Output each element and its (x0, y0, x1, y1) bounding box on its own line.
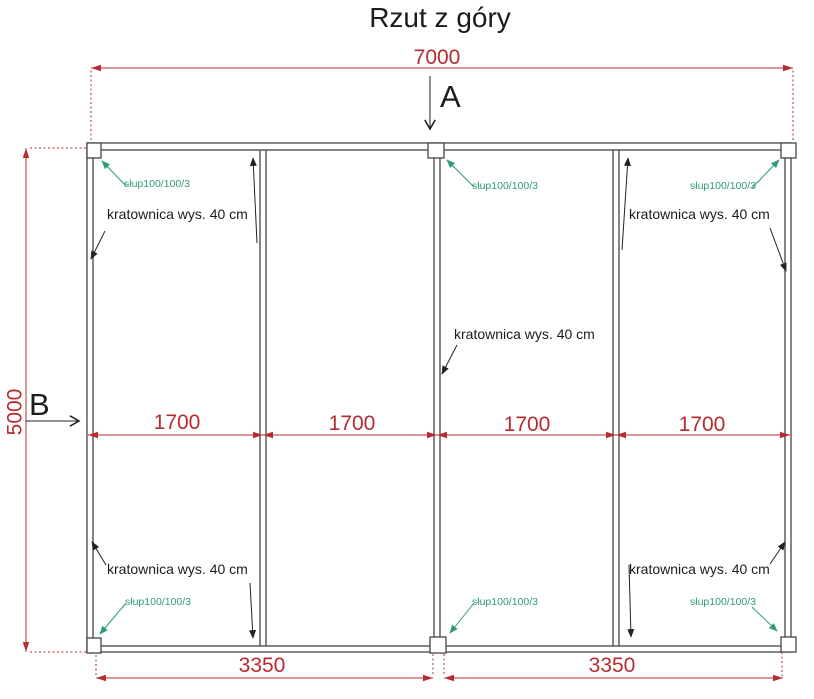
truss-label-bottom-left: kratownica wys. 40 cm (107, 561, 248, 577)
column-posts (86, 142, 797, 654)
dim-bay-width-2: 1700 (328, 412, 376, 435)
truss-label-top-left: kratownica wys. 40 cm (107, 206, 248, 222)
column-label-bottom-left: słup100/100/3 (125, 596, 191, 608)
dim-overall-height: 5000 (3, 388, 27, 436)
truss-label-middle: kratownica wys. 40 cm (454, 326, 595, 342)
dimension-lines (25, 67, 793, 679)
column-label-bottom-right: słup100/100/3 (690, 596, 756, 608)
column-label-top-middle: słup100/100/3 (472, 180, 538, 192)
column-label-top-left: słup100/100/3 (124, 178, 190, 190)
column-label-top-right: słup100/100/3 (690, 180, 756, 192)
dim-bay-width-1: 1700 (153, 411, 201, 434)
truss-label-bottom-right: kratownica wys. 40 cm (629, 561, 770, 577)
section-marker-a: A (440, 79, 461, 114)
dim-bay-width-3: 1700 (503, 413, 551, 436)
column-label-bottom-middle: słup100/100/3 (472, 596, 538, 608)
dimension-arrowheads (22, 64, 793, 682)
truss-label-top-right: kratownica wys. 40 cm (629, 206, 770, 222)
dim-overall-width: 7000 (413, 46, 461, 69)
interior-truss-members (259, 150, 620, 646)
dim-bay-width-4: 1700 (678, 413, 726, 436)
truss-leader-arrows (90, 157, 787, 639)
section-marker-b: B (29, 387, 50, 422)
dim-bottom-span-1: 3350 (238, 654, 286, 677)
column-leader-arrows (99, 159, 780, 635)
drawing-title: Rzut z góry (369, 2, 511, 33)
dimension-extension-lines (30, 70, 794, 677)
dim-bottom-span-2: 3350 (588, 654, 636, 677)
